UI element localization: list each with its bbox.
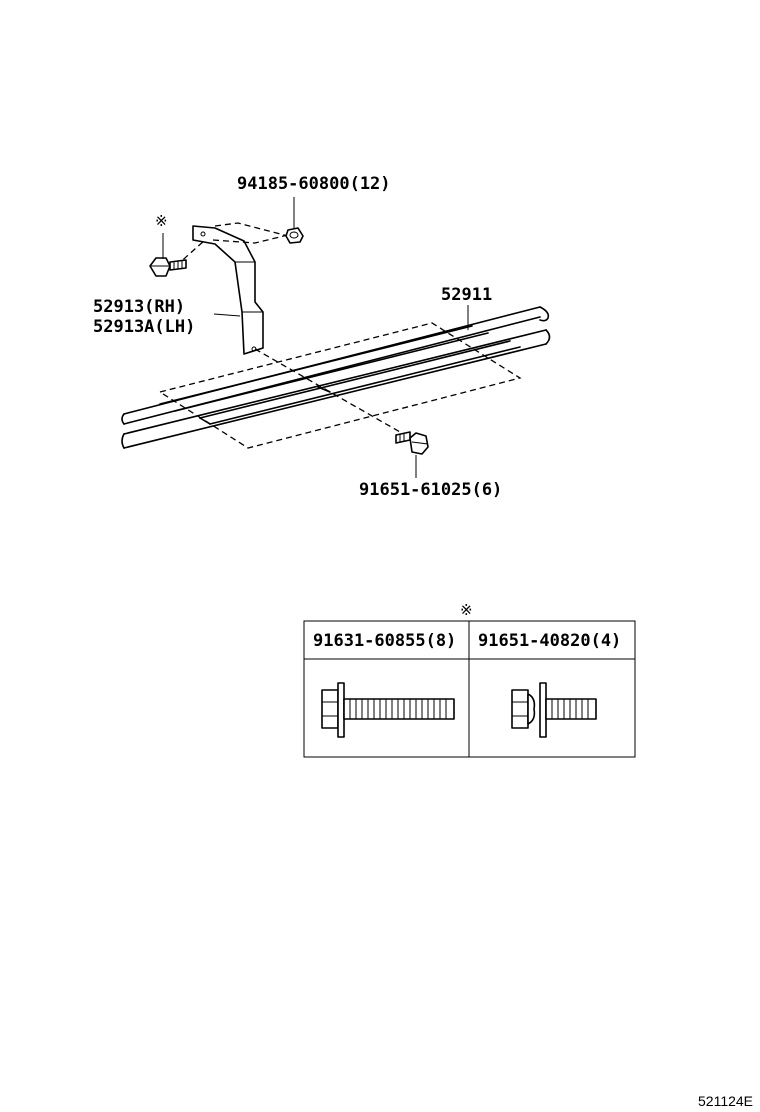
callout-step: 52911 [441, 285, 492, 305]
running-board-step [121, 306, 551, 449]
illustration-number: 521124E [698, 1093, 753, 1109]
flange-nut [285, 227, 304, 244]
bolt-flat-washer [321, 682, 455, 738]
assembly-lines [158, 222, 522, 449]
callout-bracket-lh: 52913A(LH) [93, 317, 195, 337]
note-mark: ※ [155, 212, 168, 230]
callout-nut: 94185-60800(12) [237, 174, 391, 194]
callout-bracket-rh: 52913(RH) [93, 297, 185, 317]
table-note-mark: ※ [460, 601, 473, 619]
callout-bolt: 91651-61025(6) [359, 480, 502, 500]
bracket-bolt [149, 257, 187, 277]
table-header-col2: 91651-40820(4) [478, 631, 621, 651]
step-bracket [192, 225, 264, 355]
step-bolt [395, 431, 429, 455]
bolt-spring-washer [511, 682, 597, 738]
leader-lines [162, 197, 469, 478]
table-header-col1: 91631-60855(8) [313, 631, 456, 651]
fastener-table: ※ 91631-60855(8) 91651-40820(4) [303, 601, 636, 758]
